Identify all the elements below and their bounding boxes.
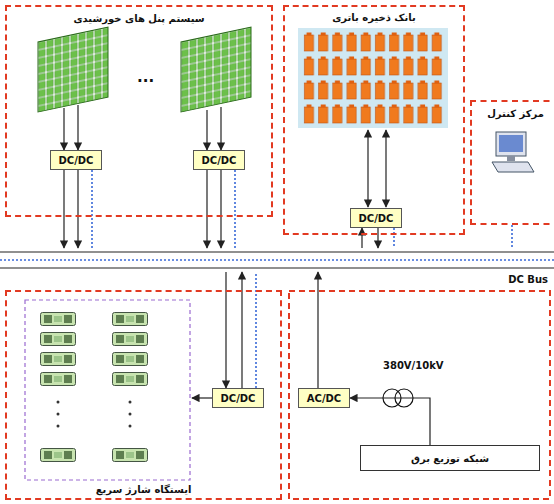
dc-bus: DC Bus: [0, 248, 554, 272]
converter-box: DC/DC: [50, 150, 102, 170]
battery-lead: [367, 130, 368, 207]
power-link: [63, 170, 64, 248]
power-link: [350, 398, 430, 445]
solar-panel: [181, 27, 251, 112]
bus-line: [0, 267, 554, 268]
control-link: [91, 170, 93, 248]
panel-lead: [63, 108, 64, 150]
box-label: AC/DC: [307, 393, 341, 404]
grid-box: شبکه توزیع برق: [360, 445, 540, 471]
control-region: مرکز کنترل: [470, 100, 554, 225]
solar-panel: [38, 27, 108, 112]
ellipsis-dots: [57, 401, 132, 428]
battery-region: بانک ذخیره باتری DC/DC: [283, 5, 465, 235]
panel-lead: [77, 105, 78, 150]
battery-bank: [298, 28, 448, 128]
battery-lead: [385, 130, 386, 207]
region-title: مرکز کنترل: [487, 108, 544, 119]
box-label: DC/DC: [202, 155, 237, 166]
voltage-label: 380V/10kV: [383, 360, 444, 371]
region-title: DC Bus: [508, 274, 548, 285]
box-label: DC/DC: [221, 393, 256, 404]
converter-box: DC/DC: [193, 150, 245, 170]
box-label: DC/DC: [59, 155, 94, 166]
power-link: [361, 228, 362, 248]
power-link: [377, 228, 378, 248]
panel-lead: [220, 107, 221, 150]
bus-line: [0, 251, 554, 252]
charging-region: ایستگاه شارژ سریع DC/DC: [5, 290, 282, 500]
control-link: [234, 170, 236, 248]
solar-region: سیستم پنل های خورشیدی DC/DC DC/DC: [5, 5, 273, 217]
panel-lead: [206, 110, 207, 150]
region-title: ایستگاه شارژ سریع: [7, 484, 280, 495]
control-link: [511, 225, 513, 248]
region-title: بانک ذخیره باتری: [285, 12, 463, 23]
power-link: [206, 170, 207, 248]
box-label: DC/DC: [359, 213, 394, 224]
bus-comm-line: [0, 259, 554, 261]
charge-lead: [192, 397, 212, 398]
grid-region: [289, 291, 550, 499]
vehicles: [41, 313, 148, 462]
region-title: سیستم پنل های خورشیدی: [7, 13, 271, 24]
power-link: [220, 170, 221, 248]
computer-icon: [492, 132, 534, 172]
ellipsis-label: ...: [137, 68, 154, 86]
box-label: شبکه توزیع برق: [411, 453, 489, 464]
vehicle-group: [25, 300, 190, 480]
power-link: [77, 170, 78, 248]
converter-box: DC/DC: [350, 208, 402, 228]
converter-box: AC/DC: [298, 388, 350, 408]
power-link: [317, 272, 318, 388]
control-link: [393, 228, 395, 248]
converter-box: DC/DC: [212, 388, 264, 408]
battery-cells: [302, 30, 444, 126]
